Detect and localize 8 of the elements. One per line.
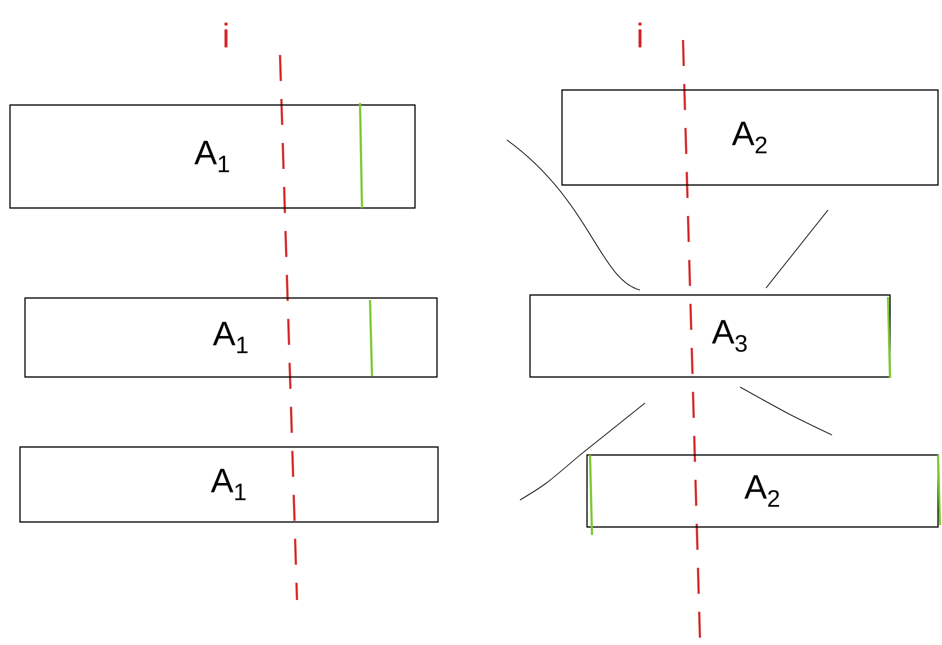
axis-label: i: [638, 22, 642, 48]
bar-box: A$_{1}$: [19, 446, 439, 523]
bar-box: A$_{1}$: [24, 297, 438, 378]
bar-box: A$_{1}$: [9, 104, 416, 209]
axis-label: i: [224, 22, 228, 48]
bar-box: A$_{3}$: [529, 294, 891, 378]
bar-box: A$_{2}$: [586, 454, 939, 528]
bar-box: A$_{2}$: [561, 89, 939, 186]
